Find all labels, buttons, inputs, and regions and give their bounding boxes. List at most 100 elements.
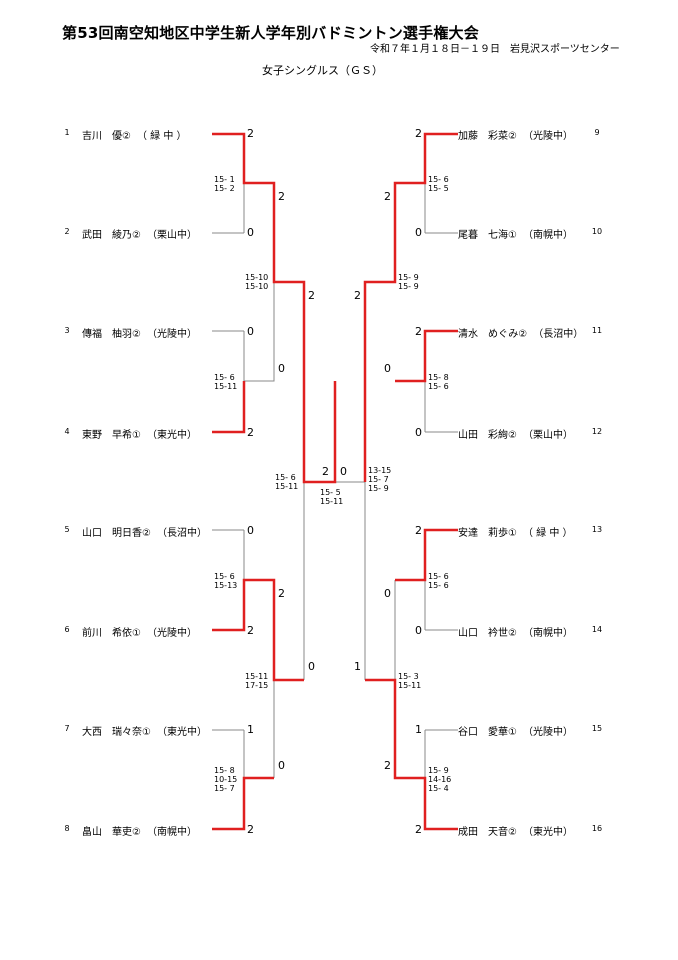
score: 2 <box>247 823 254 836</box>
player-left-7: 大西 瑞々奈① （東光中） <box>82 723 213 738</box>
game-scores: 15- 6 15-11 <box>275 473 299 491</box>
score: 0 <box>278 759 285 772</box>
seed-number: 4 <box>64 427 70 436</box>
seed-number: 8 <box>64 824 70 833</box>
score: 2 <box>415 127 422 140</box>
score: 1 <box>415 723 422 736</box>
game-scores: 15- 9 14-16 15- 4 <box>428 766 452 793</box>
player-right-15: 谷口 愛華① （光陵中） <box>458 723 579 738</box>
player-name: 山口 衿世② <box>458 628 517 639</box>
player-name: 東野 早希① <box>82 430 141 441</box>
player-left-1: 吉川 優②（ 緑 中 ） <box>82 127 193 142</box>
player-school: （東光中） <box>156 727 207 738</box>
tournament-title: 第53回南空知地区中学生新人学年別バドミントン選手権大会 <box>62 24 479 42</box>
player-name: 加藤 彩菜② <box>458 131 517 142</box>
player-school: （東光中） <box>522 827 573 838</box>
player-name: 尾暮 七海① <box>458 230 517 241</box>
game-scores: 15- 6 15-13 <box>214 572 238 590</box>
player-name: 安達 莉歩① <box>458 528 517 539</box>
final-score-left: 2 <box>322 465 329 478</box>
game-scores: 15- 1 15- 2 <box>214 175 235 193</box>
player-name: 山口 明日香② <box>82 528 151 539</box>
score: 1 <box>247 723 254 736</box>
player-name: 傳福 柚羽② <box>82 329 141 340</box>
score: 2 <box>415 823 422 836</box>
seed-number: 15 <box>591 724 603 733</box>
score: 0 <box>278 362 285 375</box>
score: 2 <box>384 759 391 772</box>
player-school: （長沼中） <box>156 528 207 539</box>
player-school: （光陵中） <box>522 131 573 142</box>
game-scores: 15- 6 15-11 <box>214 373 238 391</box>
score: 0 <box>247 524 254 537</box>
player-school: （光陵中） <box>146 329 197 340</box>
player-name: 武田 綾乃② <box>82 230 141 241</box>
player-school: （光陵中） <box>146 628 197 639</box>
game-scores: 15-10 15-10 <box>245 273 269 291</box>
player-school: （栗山中） <box>522 430 573 441</box>
seed-number: 16 <box>591 824 603 833</box>
seed-number: 10 <box>591 227 603 236</box>
seed-number: 7 <box>64 724 70 733</box>
player-right-10: 尾暮 七海① （南幌中） <box>458 226 579 241</box>
player-school: （南幌中） <box>146 827 197 838</box>
game-scores: 15- 6 15- 5 <box>428 175 449 193</box>
seed-number: 9 <box>594 128 600 137</box>
player-school: （南幌中） <box>522 230 573 241</box>
player-school: （栗山中） <box>146 230 197 241</box>
game-scores: 15- 8 15- 6 <box>428 373 449 391</box>
score: 2 <box>247 426 254 439</box>
score: 0 <box>247 226 254 239</box>
seed-number: 14 <box>591 625 603 634</box>
seed-number: 1 <box>64 128 70 137</box>
game-scores: 15- 6 15- 6 <box>428 572 449 590</box>
player-name: 成田 天音② <box>458 827 517 838</box>
player-name: 谷口 愛華① <box>458 727 517 738</box>
score: 0 <box>415 624 422 637</box>
seed-number: 13 <box>591 525 603 534</box>
score: 2 <box>308 289 315 302</box>
player-right-11: 清水 めぐみ② （長沼中） <box>458 325 589 340</box>
player-name: 畠山 華吏② <box>82 827 141 838</box>
game-scores: 15- 8 10-15 15- 7 <box>214 766 238 793</box>
score: 2 <box>278 190 285 203</box>
score: 2 <box>415 524 422 537</box>
seed-number: 5 <box>64 525 70 534</box>
player-name: 清水 めぐみ② <box>458 329 528 340</box>
score: 2 <box>247 624 254 637</box>
event-name: 女子シングルス（ＧＳ） <box>262 64 383 77</box>
game-scores: 15-11 17-15 <box>245 672 269 690</box>
player-name: 山田 彩絢② <box>458 430 517 441</box>
player-left-4: 東野 早希①（東光中） <box>82 426 203 441</box>
game-scores: 15- 9 15- 9 <box>398 273 419 291</box>
score: 2 <box>415 325 422 338</box>
final-score-right: 0 <box>340 465 347 478</box>
player-school: （ 緑 中 ） <box>522 528 573 539</box>
score: 0 <box>415 226 422 239</box>
score: 2 <box>278 587 285 600</box>
score: 0 <box>384 362 391 375</box>
player-school: （長沼中） <box>533 329 584 340</box>
player-school: （ 緑 中 ） <box>136 131 187 142</box>
player-left-3: 傳福 柚羽② （光陵中） <box>82 325 203 340</box>
player-left-8: 畠山 華吏② （南幌中） <box>82 823 203 838</box>
player-school: （光陵中） <box>522 727 573 738</box>
player-left-6: 前川 希依①（光陵中） <box>82 624 203 639</box>
player-right-14: 山口 衿世②（南幌中） <box>458 624 579 639</box>
game-scores: 15- 3 15-11 <box>398 672 422 690</box>
seed-number: 2 <box>64 227 70 236</box>
date-venue: 令和７年１月１８日－１９日 岩見沢スポーツセンター <box>370 44 620 55</box>
player-left-2: 武田 綾乃② （栗山中） <box>82 226 203 241</box>
score: 0 <box>247 325 254 338</box>
score: 0 <box>384 587 391 600</box>
player-name: 大西 瑞々奈① <box>82 727 151 738</box>
game-scores: 15- 5 15-11 <box>320 488 344 506</box>
game-scores: 13-15 15- 7 15- 9 <box>368 466 392 493</box>
score: 1 <box>354 660 361 673</box>
player-right-13: 安達 莉歩① （ 緑 中 ） <box>458 524 579 539</box>
score: 2 <box>384 190 391 203</box>
player-left-5: 山口 明日香② （長沼中） <box>82 524 213 539</box>
score: 2 <box>247 127 254 140</box>
seed-number: 6 <box>64 625 70 634</box>
